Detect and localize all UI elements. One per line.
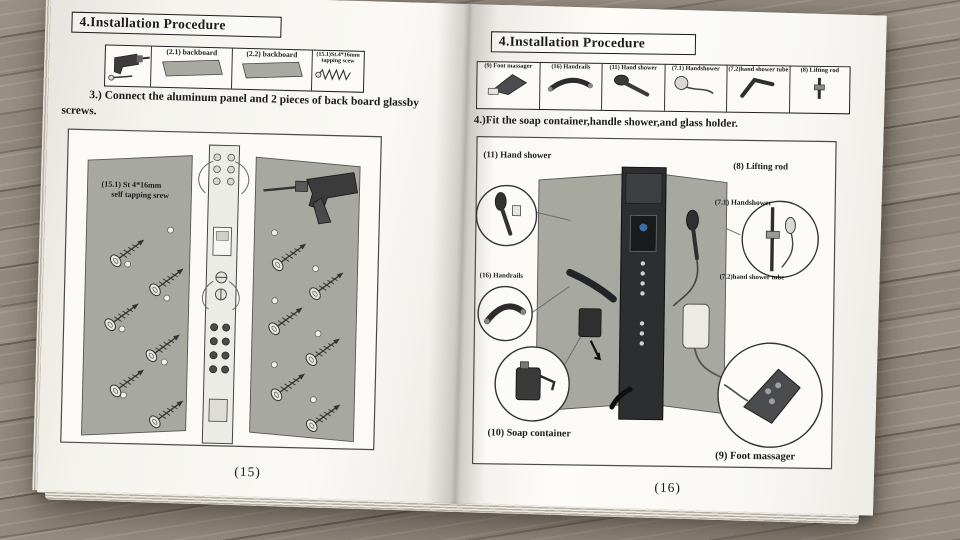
- spring-screw-icon: [315, 68, 352, 81]
- callout-soap-container: [494, 346, 570, 422]
- mixer-knobs: [202, 271, 240, 311]
- page-left: 4.Installation Procedure (2.1) backboard: [37, 0, 469, 504]
- spout: [609, 386, 633, 410]
- parts-cell-handshower-71: (7.1) Handshower: [664, 64, 728, 112]
- parts-cell-hand-shower: (11) Hand shower: [602, 63, 666, 111]
- parts-cell-backboard-2: (2.2) backboard: [231, 48, 313, 91]
- diagram-note-line2: self tapping srew: [111, 190, 169, 200]
- label-lifting-rod: (8) Lifting rod: [733, 161, 788, 172]
- drill-icon: [263, 172, 358, 225]
- installation-diagram-left: (15.1) St 4*16mm self tapping srew: [59, 128, 383, 457]
- hand-shower-on-panel: [672, 209, 699, 307]
- label-handshower-71: (7.1) Handshower: [715, 197, 773, 207]
- shower-tube-icon: [739, 77, 775, 98]
- diagram-note-line1: (15.1) St 4*16mm: [101, 179, 161, 189]
- callout-foot-massager: [717, 342, 823, 448]
- label-handrails: (16) Handrails: [480, 271, 524, 280]
- callout-lifting-rod: [741, 200, 819, 279]
- body-jets: [209, 323, 231, 374]
- section-header: 4.Installation Procedure: [490, 31, 697, 56]
- page-number: (15): [234, 463, 262, 480]
- part-label: (15.1)St.4*16mm tapping scew: [316, 51, 360, 65]
- parts-cell-handrails: (16) Handrails: [539, 62, 603, 110]
- callout-hand-shower: [475, 184, 538, 247]
- jet-hoses: [198, 160, 250, 195]
- handrail-icon: [548, 77, 594, 92]
- panel-assembly-diagram: (15.1) St 4*16mm self tapping srew: [60, 128, 382, 451]
- screw-holes: [118, 226, 322, 404]
- step-instruction: 3.) Connect the aluminum panel and 2 pie…: [61, 89, 420, 117]
- hand-shower-icon: [613, 74, 649, 97]
- parts-cell-screws: (15.1)St.4*16mm tapping scew: [312, 51, 364, 92]
- parts-cell-lifting-rod: (8) Lifting rod: [789, 66, 849, 113]
- parts-strip-left: (2.1) backboard (2.2) backboard (15.1)St…: [103, 44, 365, 93]
- fittings-diagram: (11) Hand shower (8) Lifting rod (7.1) H…: [471, 136, 837, 470]
- step-instruction: 4.)Fit the soap container,handle shower,…: [473, 114, 738, 130]
- parts-cell-foot-massager: (9) Foot massager: [477, 62, 541, 109]
- parts-strip-right: (9) Foot massager (16) Handrails: [476, 61, 851, 115]
- section-header: 4.Installation Procedure: [71, 11, 282, 38]
- parts-cell-shower-tube: (7.2)hand shower tube: [726, 65, 791, 113]
- soap-container-on-panel: [578, 308, 602, 361]
- parts-cell-drill: [105, 45, 153, 87]
- lifting-rod-icon: [814, 77, 825, 99]
- label-foot-massager: (9) Foot massager: [715, 450, 795, 462]
- page-number: (16): [654, 479, 682, 495]
- handrail-drawing: [566, 268, 617, 303]
- foot-massager-icon: [487, 73, 527, 95]
- manual-booklet: 4.Installation Procedure (2.1) backboard: [37, 0, 887, 516]
- handshower-head-icon: [674, 75, 714, 94]
- aluminum-panel: [198, 144, 250, 445]
- page-left-content: 4.Installation Procedure (2.1) backboard: [38, 0, 468, 503]
- shower-panel: [609, 166, 667, 421]
- backboard-icon: [162, 59, 223, 77]
- page-right: 4.Installation Procedure (9) Foot massag…: [455, 4, 887, 516]
- label-tube-72: (7.2)hand shower tube: [720, 274, 785, 282]
- page-right-content: 4.Installation Procedure (9) Foot massag…: [458, 7, 883, 513]
- parts-cell-backboard-1: (2.1) backboard: [151, 46, 233, 89]
- label-soap-container: (10) Soap container: [487, 427, 571, 439]
- callout-handrails: [477, 285, 533, 342]
- installation-diagram-right: (11) Hand shower (8) Lifting rod (7.1) H…: [471, 135, 838, 475]
- backboard-right: [249, 156, 361, 443]
- drill-screw-icon: [108, 53, 150, 81]
- label-hand-shower: (11) Hand shower: [483, 149, 551, 160]
- backboard-icon: [242, 61, 303, 79]
